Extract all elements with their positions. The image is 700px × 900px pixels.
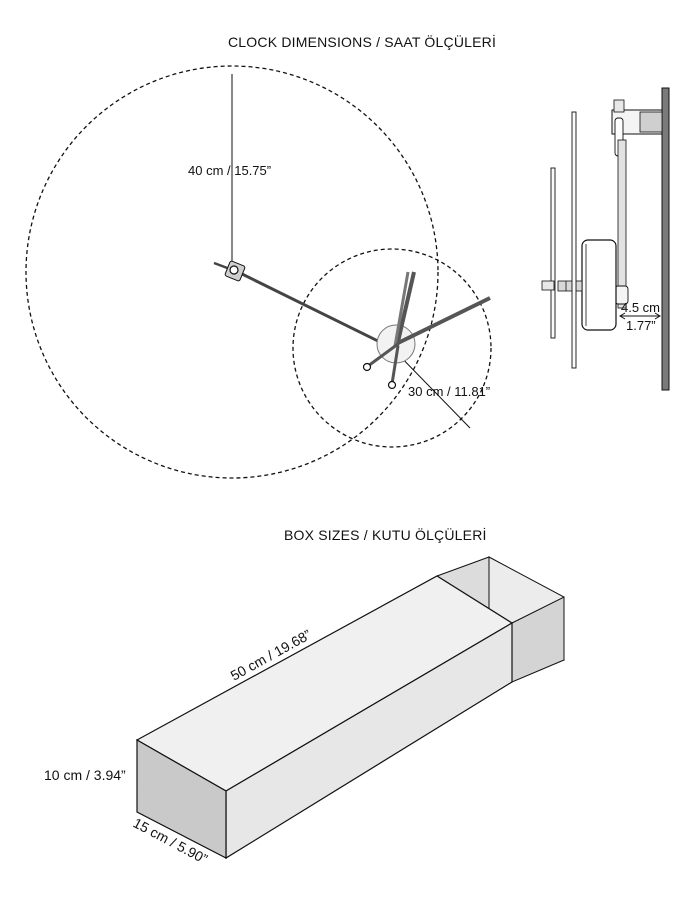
box-end-face (136, 738, 227, 859)
long-hand-pin (229, 265, 239, 275)
large-diameter-label: 40 cm / 15.75” (188, 163, 271, 178)
bracket-post (613, 99, 625, 113)
depth-cm-label: 4.5 cm (621, 300, 660, 315)
tail-ring-left (362, 362, 372, 372)
large-hand-circle (25, 65, 439, 479)
small-diameter-label: 30 cm / 11.81” (408, 384, 490, 399)
hand-shaft (557, 280, 583, 292)
minute-hand-upper (393, 271, 410, 347)
clock-front-view: 40 cm / 15.75” 30 cm / 11.81” (25, 65, 492, 479)
depth-arrow-left (619, 312, 626, 320)
wall-bracket-block (639, 111, 663, 133)
tail-ring-down (387, 380, 397, 390)
clock-movement (581, 239, 617, 331)
small-radius-line (391, 347, 471, 429)
depth-arrow-right (654, 312, 661, 320)
clock-side-view: 4.5 cm 1.77” (541, 87, 670, 391)
long-clock-hand (237, 270, 385, 346)
clock-dimensions-title: CLOCK DIMENSIONS / SAAT ÖLÇÜLERİ (228, 34, 497, 50)
hand-tail-down (390, 345, 400, 385)
box-height-label: 10 cm / 3.94” (44, 767, 126, 783)
small-hand-circle (292, 248, 492, 448)
support-rod (617, 139, 627, 309)
long-hand-profile (571, 111, 577, 369)
box-sizes-title: BOX SIZES / KUTU ÖLÇÜLERİ (284, 527, 487, 543)
hour-hand-upper (395, 271, 416, 347)
hand-nut (541, 280, 555, 291)
second-hand (397, 296, 491, 345)
box-illustration: 50 cm / 19.68” 10 cm / 3.94” 15 cm / 5.9… (44, 556, 565, 867)
wall (661, 87, 670, 391)
hand-tail-left (367, 342, 399, 368)
short-hand-profile (550, 167, 556, 339)
depth-in-label: 1.77” (626, 318, 656, 333)
